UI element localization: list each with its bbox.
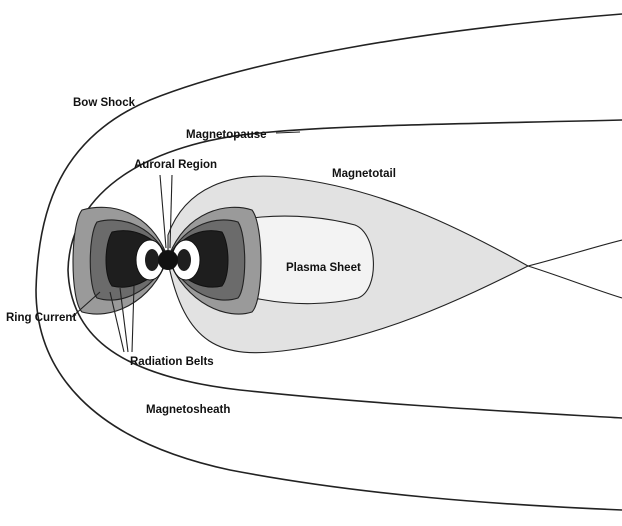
tail-lower-line: [527, 265, 622, 299]
radiation-belts-leader-2: [119, 287, 129, 353]
magnetopause-label: Magnetopause: [186, 129, 267, 141]
magnetotail-label: Magnetotail: [332, 168, 396, 180]
bow-shock-curve: [35, 13, 622, 511]
magnetopause-leader: [275, 131, 301, 134]
inner-core-right: [177, 249, 191, 271]
radiation-belts-leader-1: [109, 291, 125, 353]
auroral-line-right: [169, 174, 173, 249]
auroral-line-left: [159, 174, 167, 249]
magnetopause-curve: [67, 119, 622, 419]
radiation-belts-leader-3: [131, 285, 135, 353]
bow-shock-label: Bow Shock: [73, 97, 136, 109]
tail-upper-line: [527, 239, 622, 267]
plasma-sheet-label: Plasma Sheet: [286, 262, 361, 274]
auroral-region-label: Auroral Region: [134, 159, 217, 171]
magnetosheath-label: Magnetosheath: [146, 404, 230, 416]
ring-current-label: Ring Current: [6, 312, 76, 324]
ring-current-leader: [71, 291, 101, 318]
radiation-belts-label: Radiation Belts: [130, 356, 214, 368]
earth: [158, 250, 178, 270]
inner-core-left: [145, 249, 159, 271]
